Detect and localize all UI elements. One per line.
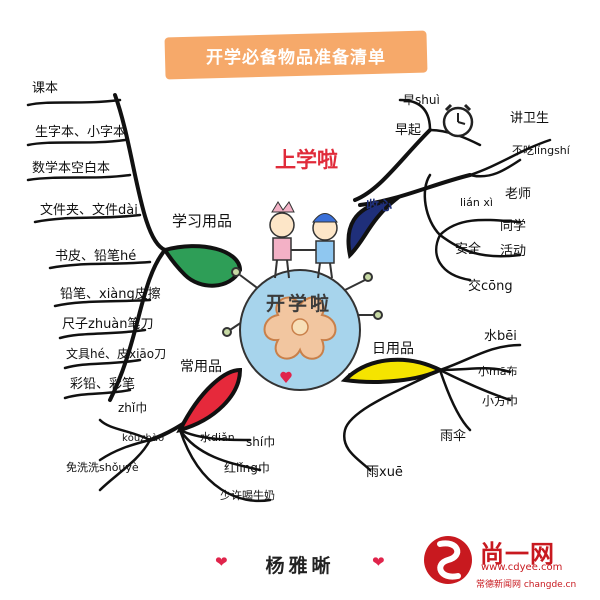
top-label: 上学啦 [275, 148, 338, 172]
watermark-name: 尚一网 [480, 540, 555, 568]
study-leaf [161, 244, 243, 288]
common-leaf [176, 367, 243, 434]
study-item-ruler: 尺子zhuàn笔刀 [62, 317, 154, 332]
study-item-stationery: 文具hé、皮xiāo刀 [66, 347, 167, 361]
heart-item-safety: 安全 [455, 242, 482, 257]
signature: 杨雅晰 [265, 555, 335, 577]
heart-item-hygiene: 讲卫生 [510, 111, 550, 126]
heart-item-activity: 活动 [500, 244, 527, 259]
study-item-math-books: 数学本空白本 [32, 161, 111, 176]
brand-logo-icon [424, 536, 472, 584]
common-item-tissue: zhǐ巾 [118, 401, 148, 415]
heart-leaf [346, 197, 402, 260]
common-item-mask: kǒuzhào [122, 433, 165, 444]
study-item-folders: 文件夹、文件dài [40, 203, 138, 218]
heart-item-teacher: 老师 [505, 187, 532, 202]
study-item-pencils: 铅笔、xiàng皮擦 [60, 287, 161, 302]
heart-item-contact: lián xì [460, 196, 493, 209]
daily-item-boots: 雨xuē [366, 465, 403, 480]
daily-leaf [340, 357, 445, 384]
alarm-clock-icon [442, 103, 474, 138]
center-label: 开学啦 [266, 293, 333, 315]
common-branch-label: 常用品 [180, 359, 222, 375]
heart-item-classmate: 同学 [500, 219, 527, 234]
daily-item-cup: 水bēi [484, 329, 517, 344]
study-branch-label: 学习用品 [172, 212, 233, 230]
common-item-water: 水diǎn [200, 431, 235, 444]
heart-item-traffic: 交cōng [468, 279, 513, 294]
common-item-scarf: 红lǐng巾 [224, 461, 270, 475]
study-item-color-pencils: 彩铅、彩笔 [70, 377, 136, 392]
watermark-sub: 常德新闻网 changde.cn [476, 580, 577, 590]
study-item-textbook: 课本 [32, 81, 59, 96]
common-item-milk: 少许喝牛奶 [220, 489, 275, 502]
page-title: 开学必备物品准备清单 [206, 48, 386, 68]
heart-branch-label: 收心 [366, 199, 393, 214]
heart-item-no-snacks: 不吃língshí [512, 144, 570, 157]
common-item-sanitizer: 免洗洗shǒuyè [66, 461, 139, 474]
daily-item-small-cloth: 小mā布 [478, 365, 518, 378]
daily-branch-label: 日用品 [372, 341, 414, 357]
study-item-exercise-books: 生字本、小字本 [35, 125, 127, 140]
daily-item-umbrella: 雨伞 [440, 429, 467, 444]
watermark-url: www.cdyee.com [481, 562, 563, 573]
heart-item-early-sleep: 早shuì [403, 93, 440, 107]
common-item-wipes: shí巾 [246, 435, 276, 449]
heart-icon: ❤ [215, 553, 228, 571]
heart-icon: ❤ [372, 553, 385, 571]
heart-item-early-rise: 早起 [395, 123, 422, 138]
daily-item-towel: 小方巾 [482, 394, 519, 408]
study-item-covers: 书皮、铅笔hé [55, 249, 137, 264]
